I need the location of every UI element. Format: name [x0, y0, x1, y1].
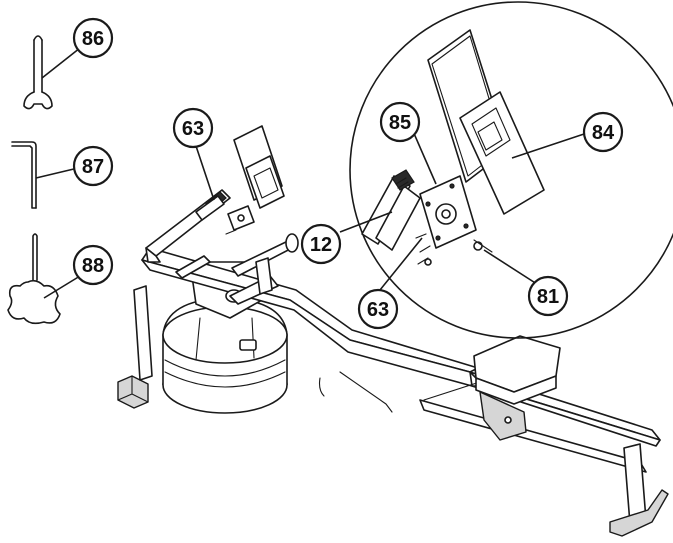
tool-tapered-key	[7, 233, 61, 325]
tool-allen-key	[11, 141, 37, 209]
callout-87: 87	[72, 145, 114, 187]
callout-63-top: 63	[172, 107, 214, 149]
callout-81: 81	[527, 275, 569, 317]
rower-frame	[117, 125, 669, 537]
rower-handlebar	[225, 233, 299, 305]
callout-85: 85	[379, 101, 421, 143]
leader-12	[339, 211, 393, 233]
svg-text:12: 12	[310, 234, 332, 256]
callout-84: 84	[582, 111, 624, 153]
detail-view	[349, 1, 673, 339]
svg-text:87: 87	[82, 156, 104, 178]
svg-text:86: 86	[82, 28, 104, 50]
callout-88: 88	[72, 244, 114, 286]
monitor-mast	[145, 189, 231, 279]
svg-text:88: 88	[82, 255, 104, 277]
leader-81	[483, 249, 541, 287]
leader-84	[511, 133, 585, 159]
callout-86: 86	[72, 17, 114, 59]
svg-text:84: 84	[592, 122, 615, 144]
leader-63-top	[195, 145, 215, 201]
rower-seat	[473, 335, 561, 441]
callout-12: 12	[300, 223, 342, 265]
small-console	[225, 125, 285, 235]
leader-63-detail	[379, 237, 423, 291]
tool-wrench	[23, 35, 53, 110]
svg-text:63: 63	[367, 299, 389, 321]
svg-text:85: 85	[389, 112, 411, 134]
svg-text:63: 63	[182, 118, 204, 140]
callout-63-detail: 63	[357, 288, 399, 330]
svg-text:81: 81	[537, 286, 559, 308]
